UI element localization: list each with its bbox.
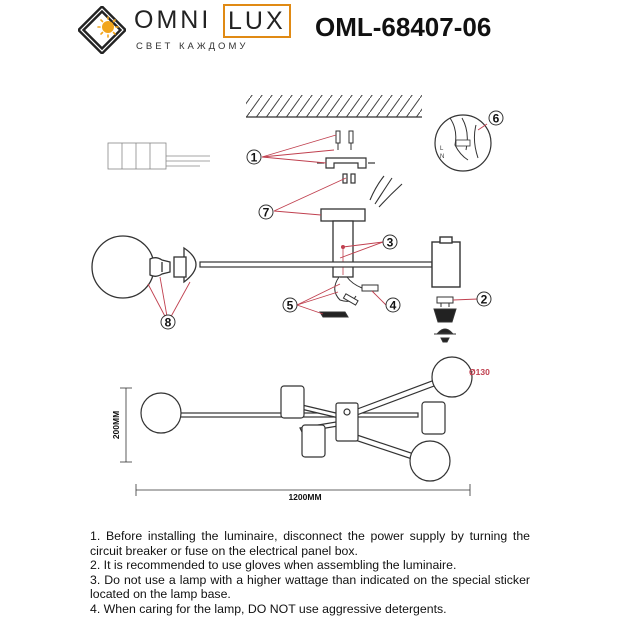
svg-text:4: 4 <box>390 299 397 313</box>
callout-1: 1 <box>246 149 262 165</box>
wiring-detail-circle: L N <box>434 114 492 172</box>
ceiling <box>246 95 422 118</box>
brand-logo: OMNI LUX СВЕТ КАЖДОМУ <box>78 4 298 56</box>
svg-text:2: 2 <box>481 293 488 307</box>
callout-markers: 1 7 3 5 4 2 8 6 <box>160 110 504 330</box>
svg-text:L: L <box>440 146 444 152</box>
brand-tagline: СВЕТ КАЖДОМУ <box>136 41 249 52</box>
gu10-bulb-icon <box>433 296 457 343</box>
dimension-diameter: Ø130 <box>469 367 490 377</box>
svg-text:3: 3 <box>387 236 394 250</box>
safety-notes: 1. Before installing the luminaire, disc… <box>90 529 530 617</box>
brand-lux: LUX <box>223 4 291 38</box>
installation-diagram: L N 1 7 3 5 4 2 8 6 Ø130 <box>91 95 504 502</box>
screws-anchors <box>335 130 354 150</box>
horizontal-arm <box>199 261 433 268</box>
note-3: 3. Do not use a lamp with a higher watta… <box>90 572 530 602</box>
dimension-lines <box>120 387 471 496</box>
model-number: OML-68407-06 <box>315 12 492 42</box>
brand-omni: OMNI <box>134 6 212 34</box>
callout-5: 5 <box>282 297 298 313</box>
note-1: 1. Before installing the luminaire, disc… <box>90 529 530 558</box>
svg-text:1: 1 <box>251 151 258 165</box>
svg-text:8: 8 <box>165 316 172 330</box>
callout-2: 2 <box>476 291 492 307</box>
terminal-block-icon <box>107 142 210 170</box>
right-cylinder-shade <box>431 236 461 288</box>
callout-8: 8 <box>160 314 176 330</box>
mounting-plate <box>317 157 375 184</box>
note-2: 2. It is recommended to use gloves when … <box>90 558 457 573</box>
dimension-height: 200MM <box>111 411 121 439</box>
svg-text:N: N <box>440 154 444 160</box>
top-view-drawing <box>140 356 473 482</box>
callout-lines <box>147 134 479 323</box>
callout-7: 7 <box>258 204 274 220</box>
svg-text:7: 7 <box>263 206 270 220</box>
note-4: 4. When caring for the lamp, DO NOT use … <box>90 601 447 616</box>
callout-4: 4 <box>385 297 401 313</box>
left-shade <box>91 235 197 299</box>
dimension-width: 1200MM <box>288 492 321 502</box>
supply-wires <box>369 175 403 208</box>
callout-6: 6 <box>488 110 504 126</box>
connector-cable <box>319 276 379 318</box>
logo-mark-icon <box>78 6 126 54</box>
svg-text:5: 5 <box>287 299 294 313</box>
callout-3: 3 <box>382 234 398 250</box>
svg-text:6: 6 <box>493 112 500 126</box>
